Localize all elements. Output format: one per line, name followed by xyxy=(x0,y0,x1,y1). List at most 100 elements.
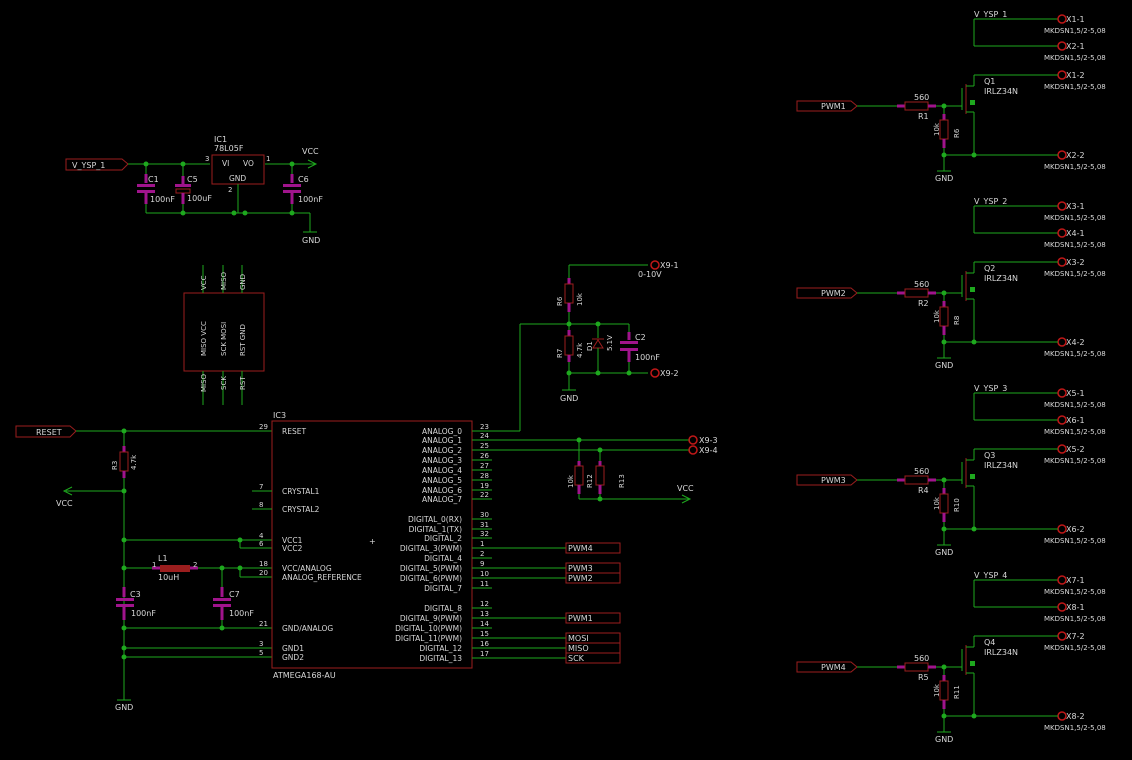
channel-gnd-text: GND xyxy=(935,174,953,183)
channel-pulldown-value: 10k xyxy=(933,122,941,136)
channel-connector-type: MKDSN1,5/2-5,08 xyxy=(1044,350,1106,358)
channel-terminal-label: X6-2 xyxy=(1066,525,1085,534)
channel-pwm-flag[interactable] xyxy=(796,287,858,299)
channel-pwm-label: PWM2 xyxy=(821,289,846,298)
power-supply-section: V_YSP_1 IC1 78L05F VI VO GND 3 1 2 C1 10… xyxy=(65,135,323,245)
r12-resistor[interactable] xyxy=(574,465,584,486)
channel-pulldown-name: R6 xyxy=(953,128,961,138)
channel-terminal-label: X4-2 xyxy=(1066,338,1085,347)
channel-pulldown-resistor[interactable] xyxy=(939,680,949,701)
channel-terminal[interactable] xyxy=(1057,228,1067,238)
isp-top-label-1: MISO xyxy=(220,271,228,290)
x9-4-terminal[interactable] xyxy=(688,445,698,455)
c2-value: 100nF xyxy=(635,353,660,362)
channel-terminal[interactable] xyxy=(1057,257,1067,267)
d1-zener[interactable] xyxy=(592,339,604,349)
isp-bottom-label-0: MISO xyxy=(200,373,208,392)
channel-gate-resistor[interactable] xyxy=(904,475,929,485)
r7-value: 4.7k xyxy=(576,342,584,358)
isp-header-body[interactable] xyxy=(183,292,265,372)
mcu-left-pin-num: 5 xyxy=(259,649,263,657)
channel-connector-type: MKDSN1,5/2-5,08 xyxy=(1044,83,1106,91)
channel-pulldown-resistor[interactable] xyxy=(939,119,949,140)
l1-inductor[interactable] xyxy=(160,565,190,572)
r6-resistor[interactable] xyxy=(564,283,574,304)
ic1-gnd-text: GND xyxy=(302,236,320,245)
channel-connector-type: MKDSN1,5/2-5,08 xyxy=(1044,27,1106,35)
mcu-net-flag[interactable] xyxy=(565,612,621,624)
channel-terminal[interactable] xyxy=(1057,711,1067,721)
mcu-net-flag[interactable] xyxy=(565,542,621,554)
isp-header: VCC MISO GND MISO VCC SCK MOSI RST GND M… xyxy=(183,265,265,405)
aux-inputs-section: X9-3 X9-4 10k R12 R13 VCC xyxy=(567,435,718,504)
channel-terminal[interactable] xyxy=(1057,575,1067,585)
channel-terminal[interactable] xyxy=(1057,524,1067,534)
r13-resistor[interactable] xyxy=(595,465,605,486)
mcu-left-pin-num: 4 xyxy=(259,532,264,540)
mcu-right-pin-label: ANALOG_7 xyxy=(422,495,462,504)
ic1-pin1: 1 xyxy=(266,155,270,163)
mcu-net-flag[interactable] xyxy=(565,652,621,664)
channel-terminal-label: X5-2 xyxy=(1066,445,1085,454)
mcu-net-flag[interactable] xyxy=(565,572,621,584)
channel-terminal[interactable] xyxy=(1057,337,1067,347)
mcu-right-pin-num: 1 xyxy=(480,540,484,548)
mcu-net-label: MISO xyxy=(568,644,589,653)
channel-terminal[interactable] xyxy=(1057,150,1067,160)
channel-pwm-flag[interactable] xyxy=(796,474,858,486)
r7-resistor[interactable] xyxy=(564,335,574,356)
channel-pulldown-resistor[interactable] xyxy=(939,306,949,327)
channel-gate-resistor-name: R2 xyxy=(918,299,929,308)
mcu-left-pin-num: 8 xyxy=(259,501,263,509)
channel-terminal[interactable] xyxy=(1057,41,1067,51)
mcu-right-pin-label: ANALOG_6 xyxy=(422,486,462,495)
x9-1-terminal[interactable] xyxy=(650,260,660,270)
channel-terminal[interactable] xyxy=(1057,602,1067,612)
channel-terminal[interactable] xyxy=(1057,415,1067,425)
mcu-left-pin-label: GND2 xyxy=(282,653,304,662)
channel-terminal[interactable] xyxy=(1057,201,1067,211)
channel-connector-type: MKDSN1,5/2-5,08 xyxy=(1044,401,1106,409)
vcc-arrow-left-icon xyxy=(62,486,73,496)
mcu-body[interactable] xyxy=(271,420,473,669)
vcc-arrow-icon xyxy=(307,159,318,169)
vysp1-net-label: V_YSP_1 xyxy=(72,161,105,170)
channel-pulldown-value: 10k xyxy=(933,496,941,510)
mcu-right-pin-label: DIGITAL_12 xyxy=(419,644,462,653)
vysp1-net-flag[interactable] xyxy=(65,158,129,171)
ic1-vo-label: VO xyxy=(243,159,254,168)
mcu-left-pin-label: CRYSTAL1 xyxy=(282,487,320,496)
r6-value: 10k xyxy=(576,292,584,306)
channel-terminal[interactable] xyxy=(1057,444,1067,454)
reset-net-flag[interactable] xyxy=(15,425,77,438)
channel-gate-resistor[interactable] xyxy=(904,662,929,672)
channel-gate-resistor[interactable] xyxy=(904,101,929,111)
c7-value: 100nF xyxy=(229,609,254,618)
r7-name: R7 xyxy=(556,349,564,358)
channel-terminal-label: X7-1 xyxy=(1066,576,1085,585)
channel-2: V_YSP_2X3-1MKDSN1,5/2-5,08X4-1MKDSN1,5/2… xyxy=(796,197,1106,370)
channel-mosfet-value: IRLZ34N xyxy=(984,648,1018,657)
channel-pwm-flag[interactable] xyxy=(796,100,858,112)
channel-mosfet-name: Q2 xyxy=(984,264,995,273)
channel-gate-resistor[interactable] xyxy=(904,288,929,298)
channel-terminal[interactable] xyxy=(1057,14,1067,24)
channel-terminal[interactable] xyxy=(1057,631,1067,641)
mcu-right-pin-label: DIGITAL_11(PWM) xyxy=(395,634,462,643)
x9-2-terminal[interactable] xyxy=(650,368,660,378)
mcu-right-pin-num: 22 xyxy=(480,491,489,499)
channel-terminal-label: X6-1 xyxy=(1066,416,1085,425)
channel-pulldown-resistor[interactable] xyxy=(939,493,949,514)
x9-3-terminal[interactable] xyxy=(688,435,698,445)
mosfet-channels: V_YSP_1X1-1MKDSN1,5/2-5,08X2-1MKDSN1,5/2… xyxy=(796,10,1106,744)
channel-terminal[interactable] xyxy=(1057,388,1067,398)
channel-pwm-flag[interactable] xyxy=(796,661,858,673)
r3-resistor[interactable] xyxy=(119,451,129,472)
channel-terminal-label: X7-2 xyxy=(1066,632,1085,641)
channel-terminal-label: X5-1 xyxy=(1066,389,1085,398)
mcu-right-pin-label: DIGITAL_13 xyxy=(419,654,462,663)
aux-vcc-label: VCC xyxy=(677,484,694,493)
channel-terminal[interactable] xyxy=(1057,70,1067,80)
